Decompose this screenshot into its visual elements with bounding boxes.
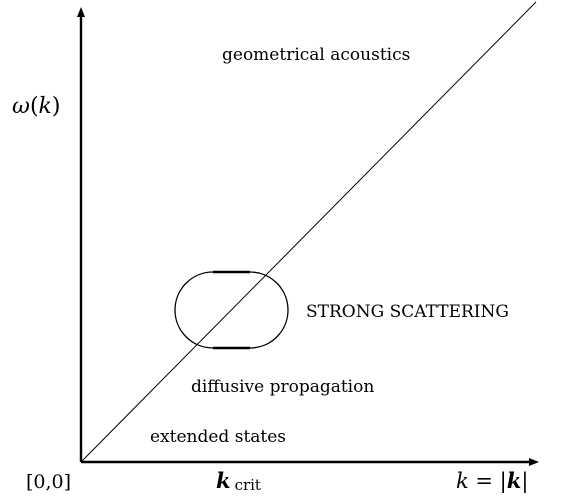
k-crit-label-sub: crit: [235, 476, 261, 494]
x-axis-label: k = |k|: [456, 468, 528, 494]
x-axis-label-vector: k: [507, 468, 522, 493]
region-label-geometrical-acoustics: geometrical acoustics: [222, 45, 410, 65]
y-axis-label: ω(k): [12, 94, 60, 119]
y-axis-label-open: (: [30, 94, 39, 119]
region-label-extended-states: extended states: [150, 427, 286, 447]
dispersion-line: [80, 1, 537, 463]
y-axis-label-close: ): [52, 94, 61, 119]
x-axis-label-var: k: [456, 469, 469, 493]
k-crit-label-var: k: [216, 468, 231, 493]
y-axis-label-omega: ω: [12, 94, 30, 119]
x-axis-label-close: |: [521, 469, 528, 494]
y-axis-label-var: k: [39, 94, 52, 119]
region-label-diffusive-propagation: diffusive propagation: [191, 377, 374, 397]
origin-label: [0,0]: [26, 471, 71, 493]
region-label-strong-scattering: STRONG SCATTERING: [306, 302, 509, 322]
x-axis-label-equals: = |: [469, 469, 507, 494]
